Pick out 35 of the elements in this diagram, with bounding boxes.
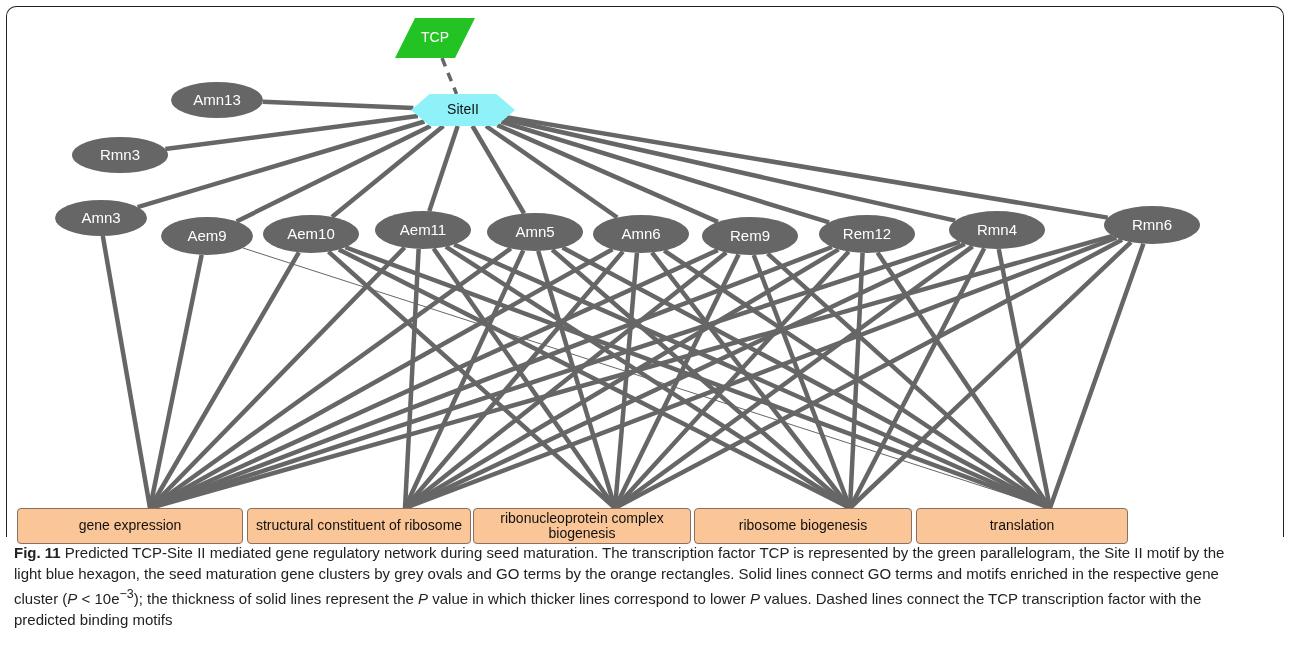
connector-line: [503, 117, 956, 223]
oval-node: Aem10: [263, 215, 359, 253]
term-box: structural constituent of ribosome: [247, 508, 471, 544]
connector-line: [330, 124, 445, 219]
oval-node: Amn6: [593, 215, 689, 253]
connector-line: [235, 124, 432, 224]
oval-node: Amn13: [171, 82, 263, 118]
connector-line: [427, 125, 460, 212]
oval-node: Rmn6: [1104, 206, 1200, 244]
connector-line: [496, 123, 719, 224]
term-box: gene expression: [17, 508, 243, 544]
connector-line: [402, 248, 421, 509]
connector-line: [506, 115, 1109, 220]
term-box: translation: [916, 508, 1128, 544]
oval-node: Amn3: [55, 200, 147, 236]
connector-line: [470, 124, 526, 215]
figure-caption: Fig. 11 Predicted TCP-Site II mediated gene regulatory network during seed maturation. The transcription factor TCP is represented by the green parallelogram, the Site II motif by the light blue hexagon, the seed maturation gene clusters by grey ovals and GO terms by the orange rectangles. Solid lines connect GO terms and motifs enriched in the respective gene cluster (P < 10e$^{−3}$); the thickness of solid lines represent the P value in which thicker lines correspond to lower P values. Dashed lines connect the TCP transcription factor with the predicted binding motifs: [14, 543, 1226, 630]
oval-node: Rem12: [819, 215, 915, 253]
oval-node: Rmn4: [949, 211, 1045, 249]
oval-node: Rmn3: [72, 137, 168, 173]
connector-line: [136, 119, 426, 210]
oval-node: Aem9: [161, 217, 253, 255]
connector-line: [484, 124, 619, 220]
connector-line: [500, 119, 830, 225]
connector-line: [262, 99, 414, 111]
connector-line: [100, 235, 153, 509]
connector-line: [1047, 242, 1146, 509]
term-box: ribosome biogenesis: [694, 508, 912, 544]
connector-line: [165, 113, 419, 152]
oval-node: Amn5: [487, 213, 583, 251]
term-box: ribonucleoprotein complex biogenesis: [473, 508, 691, 544]
oval-node: Aem11: [375, 211, 471, 249]
oval-node: Rem9: [702, 217, 798, 255]
parallelogram-node: TCP: [395, 18, 475, 58]
dashed-line: [440, 57, 459, 95]
